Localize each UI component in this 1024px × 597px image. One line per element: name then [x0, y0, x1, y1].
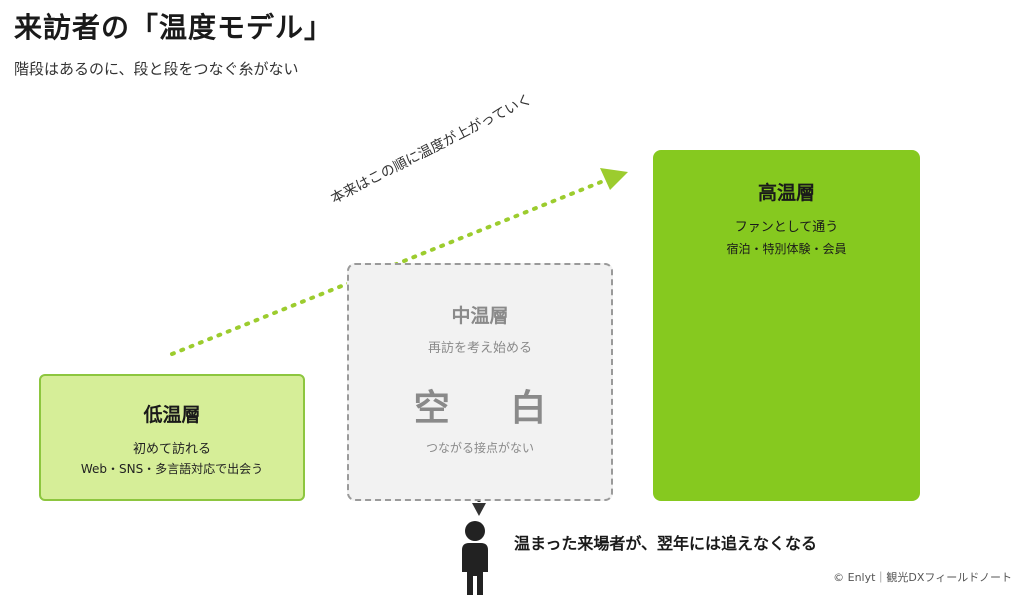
mid-temp-layer: 中温層 再訪を考え始める 空 白 つながる接点がない	[347, 263, 613, 501]
low-layer-desc: 初めて訪れる	[132, 442, 211, 457]
mid-layer-desc: 再訪を考え始める	[427, 341, 532, 356]
mid-layer-blank: 空 白	[413, 388, 571, 429]
low-temp-layer: 低温層 初めて訪れる Web・SNS・多言語対応で出会う	[39, 374, 305, 501]
person-icon	[462, 521, 488, 595]
mid-layer-name: 中温層	[451, 305, 509, 327]
page-subtitle: 階段はあるのに、段と段をつなぐ糸がない	[14, 60, 299, 78]
temperature-rise-arrowhead	[600, 168, 628, 190]
visitor-drop-text: 温まった来場者が、翌年には追えなくなる	[514, 534, 818, 553]
high-temp-layer: 高温層 ファンとして通う 宿泊・特別体験・会員	[653, 150, 920, 501]
low-layer-name: 低温層	[143, 404, 201, 426]
high-layer-name: 高温層	[757, 182, 815, 204]
mid-layer-note: つながる接点がない	[425, 441, 534, 455]
low-layer-sub: Web・SNS・多言語対応で出会う	[80, 462, 264, 476]
high-layer-sub: 宿泊・特別体験・会員	[726, 242, 847, 256]
credit: © Enlyt｜観光DXフィールドノート	[833, 571, 1012, 584]
drop-off-arrowhead	[472, 503, 486, 516]
high-layer-desc: ファンとして通う	[734, 220, 839, 235]
arrow-label: 本来はこの順に温度が上がっていく	[328, 91, 535, 208]
page-title: 来訪者の「温度モデル」	[14, 11, 334, 44]
